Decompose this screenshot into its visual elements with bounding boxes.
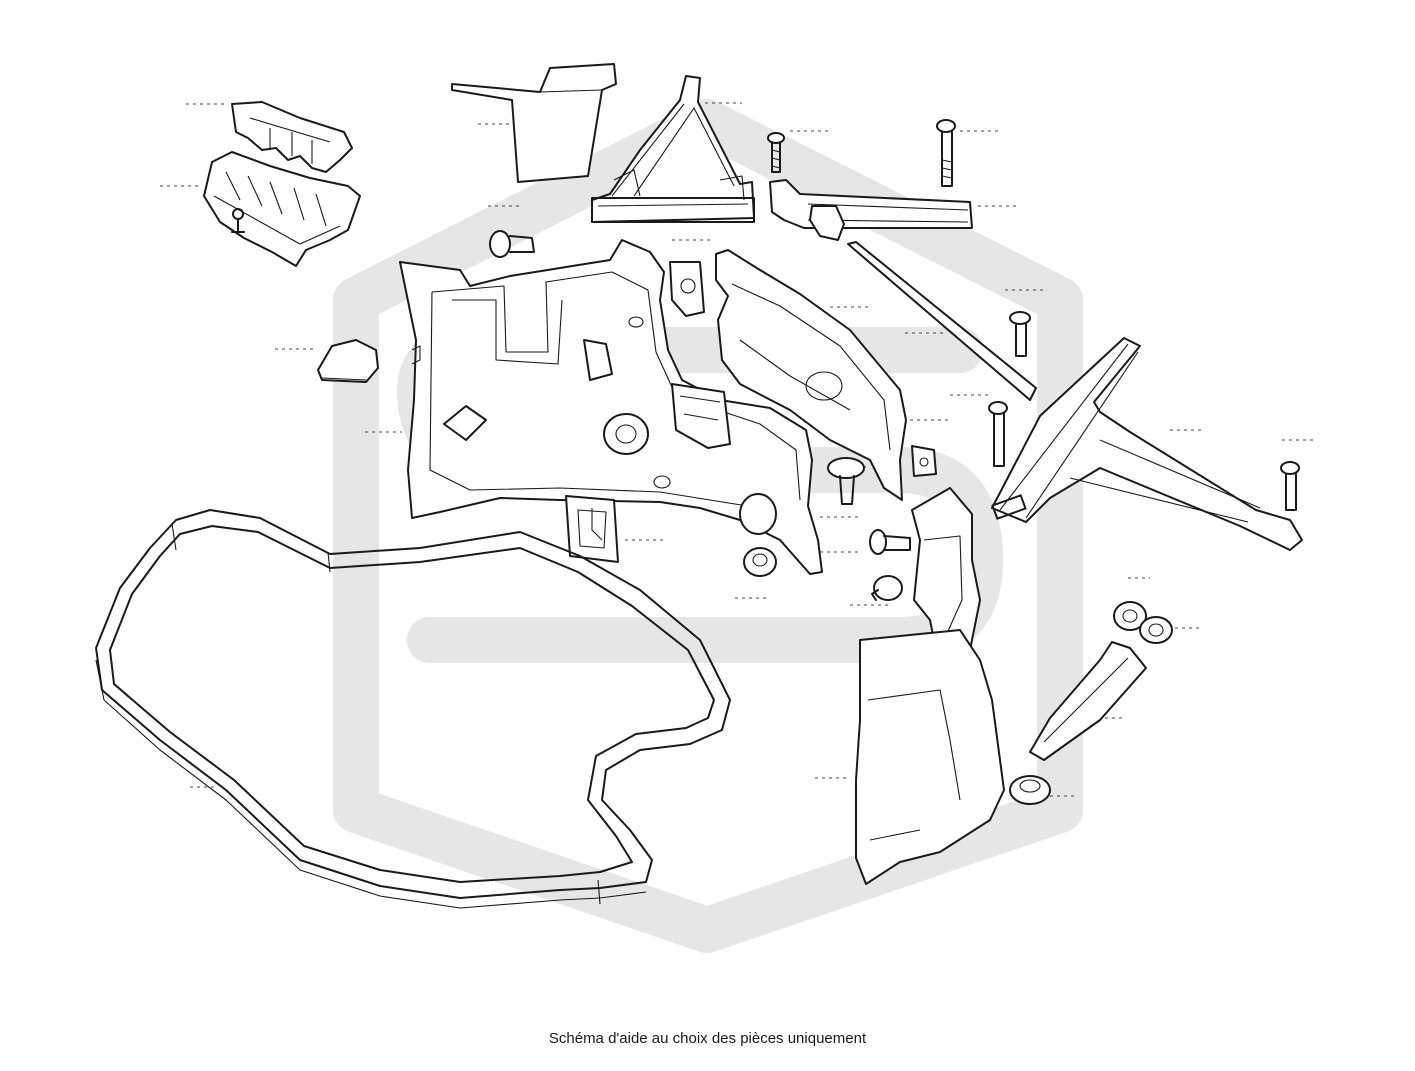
push-clip-middle — [869, 529, 911, 555]
bolt-right-upper — [1009, 311, 1031, 357]
bolt-small — [767, 132, 785, 173]
diagram-caption: Schéma d'aide au choix des pièces unique… — [548, 1030, 867, 1047]
leader-lines — [160, 102, 1315, 797]
bolt-right-middle — [988, 401, 1008, 467]
rivet-clip — [827, 457, 865, 505]
right-a-frame-arm — [991, 337, 1303, 551]
clip-square — [911, 445, 937, 477]
upper-mount-bracket — [231, 101, 353, 173]
cross-member-beam — [769, 179, 973, 241]
grommet — [1009, 775, 1051, 805]
bolt-long — [936, 119, 956, 187]
latch-plate — [565, 495, 619, 563]
diagonal-tie-rod — [847, 241, 1037, 401]
main-inner-panel — [399, 239, 823, 575]
wheel-arch-liner — [855, 629, 1005, 885]
lower-strut-arm — [1029, 641, 1147, 761]
rubber-bushing — [1139, 616, 1173, 644]
bolt-right-outer — [1280, 461, 1300, 511]
lower-support-tray — [203, 151, 361, 267]
side-trim-panel — [715, 249, 907, 501]
door-seal-strip — [95, 509, 731, 909]
bolt-collar — [871, 575, 903, 601]
heat-shield-plate — [451, 63, 617, 183]
flange-nut — [743, 547, 777, 577]
left-a-frame-arm — [591, 75, 755, 223]
push-clip-top — [489, 230, 535, 258]
washer-ring — [1113, 601, 1147, 631]
blanking-plug — [317, 339, 379, 383]
hole-bracket — [669, 261, 705, 317]
